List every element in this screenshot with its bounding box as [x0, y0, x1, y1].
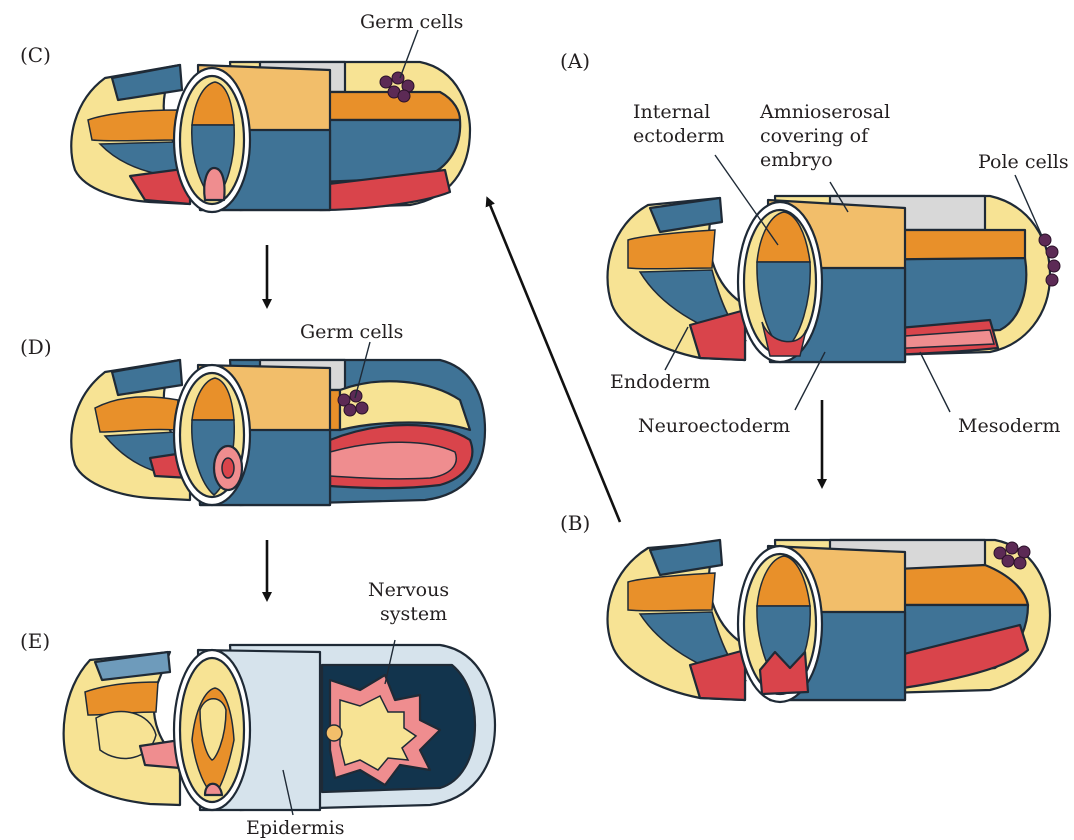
embryo-panel-e [64, 645, 495, 810]
label-mesoderm: Mesoderm [958, 415, 1060, 437]
label-internal-ectoderm-line-2: ectoderm [633, 125, 724, 147]
panel-label-b: (B) [560, 511, 590, 535]
label-germ-cells-c: Germ cells [360, 11, 463, 33]
label-amnioserosal-line-1: Amnioserosal [759, 101, 890, 123]
panel-label-d: (D) [20, 335, 52, 359]
label-germ-cells-d: Germ cells [300, 321, 403, 343]
label-amnioserosal-line-2: covering of [760, 125, 870, 147]
label-epidermis: Epidermis [246, 817, 344, 839]
embryo-panel-d [71, 360, 485, 505]
panel-label-c: (C) [20, 43, 51, 67]
label-pole-cells: Pole cells [978, 151, 1069, 173]
embryo-panel-c [71, 62, 470, 212]
label-nervous-system-line-1: Nervous [368, 579, 449, 601]
panel-label-a: (A) [560, 49, 590, 73]
label-amnioserosal-line-3: embryo [760, 149, 833, 171]
panel-label-e: (E) [20, 629, 50, 653]
label-nervous-system-line-2: system [380, 603, 447, 625]
arrow-b-to-c [488, 200, 620, 522]
leader-mesoderm [920, 352, 950, 412]
label-internal-ectoderm-line-1: Internal [633, 101, 710, 123]
label-endoderm: Endoderm [610, 371, 710, 393]
embryo-panel-a [608, 196, 1061, 362]
embryo-panel-b [608, 540, 1051, 702]
label-neuroectoderm: Neuroectoderm [638, 415, 790, 437]
